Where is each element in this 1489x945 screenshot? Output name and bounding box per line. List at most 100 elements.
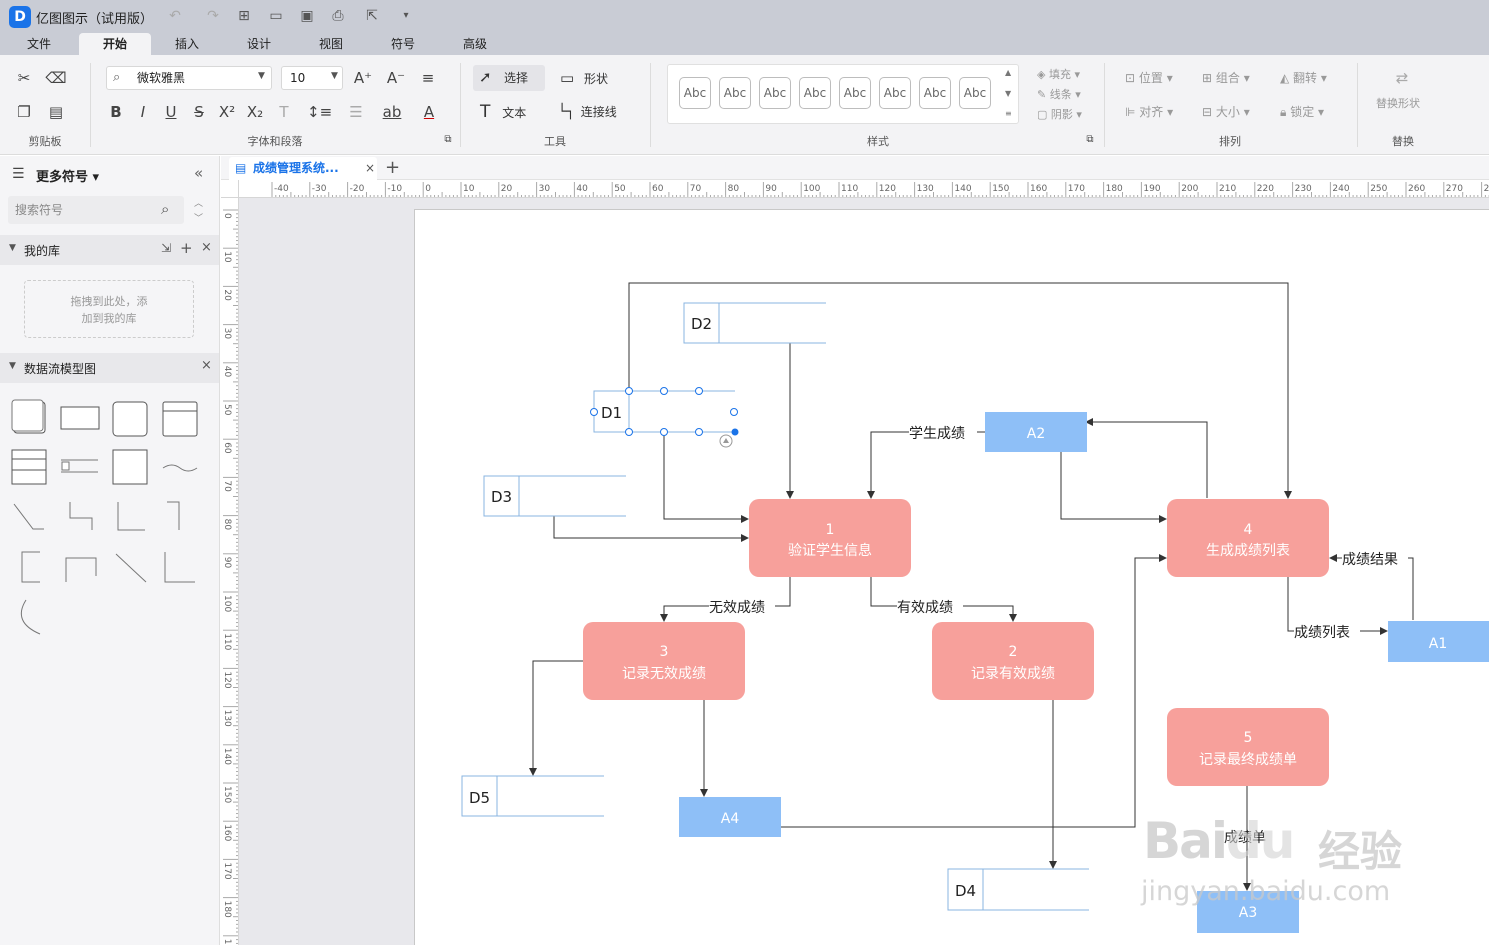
export-icon[interactable]: ⇱: [366, 8, 378, 24]
bold-icon[interactable]: B: [110, 103, 122, 121]
store-d4[interactable]: D4: [947, 868, 1089, 911]
select-tool-button[interactable]: ➚ 选择: [473, 65, 545, 91]
search-icon[interactable]: ⌕: [161, 200, 170, 218]
style-swatch[interactable]: Abc: [679, 77, 711, 109]
symbol-titled-box[interactable]: [162, 401, 198, 437]
close-icon[interactable]: ×: [201, 358, 212, 373]
redo-icon[interactable]: ↷: [207, 8, 219, 24]
tab-advanced[interactable]: 高级: [462, 37, 487, 51]
italic-icon[interactable]: I: [140, 103, 146, 121]
lock-button[interactable]: 🔒︎ 锁定 ▾: [1280, 105, 1325, 119]
flip-button[interactable]: ◭ 翻转 ▾: [1280, 71, 1327, 85]
process-node-3[interactable]: 3 记录无效成绩: [583, 622, 745, 700]
copy-icon[interactable]: ❐: [17, 103, 31, 121]
process-node-5[interactable]: 5 记录最终成绩单: [1167, 708, 1329, 786]
symbol-rounded-rectangle[interactable]: [112, 401, 148, 437]
new-tab-icon[interactable]: +: [385, 157, 401, 178]
new-file-icon[interactable]: ⊞: [238, 8, 250, 24]
symbol-elbow-connector[interactable]: [117, 502, 145, 531]
store-d5[interactable]: D5: [461, 775, 604, 817]
style-swatch[interactable]: Abc: [839, 77, 871, 109]
symbol-corner-connector[interactable]: [167, 501, 180, 530]
gallery-scroll-up-icon[interactable]: ▲: [1005, 68, 1012, 77]
paste-icon[interactable]: ▤: [48, 103, 64, 121]
font-size-select[interactable]: 10: [281, 66, 343, 90]
import-icon[interactable]: ⇲: [161, 241, 172, 255]
symbol-rectangle[interactable]: [60, 406, 100, 430]
symbol-bracket-connector[interactable]: [21, 551, 40, 583]
my-library-header[interactable]: ▼ 我的库 ⇲ + ×: [0, 235, 219, 265]
text-tool-button[interactable]: T 文本: [480, 101, 526, 123]
symbol-bent-arrow[interactable]: [13, 503, 44, 530]
font-dialog-launcher-icon[interactable]: ⧉: [444, 134, 452, 145]
font-family-select[interactable]: 微软雅黑: [106, 66, 272, 90]
process-node-1[interactable]: 1 验证学生信息: [749, 499, 911, 577]
scroll-down-icon[interactable]: ﹀: [194, 214, 204, 224]
style-swatch[interactable]: Abc: [879, 77, 911, 109]
document-tab[interactable]: ▤ 成绩管理系统... ×: [229, 157, 377, 180]
tab-design[interactable]: 设计: [246, 37, 271, 51]
symbol-data-store[interactable]: [61, 459, 98, 473]
style-dialog-launcher-icon[interactable]: ⧉: [1086, 134, 1094, 145]
flow-p4-to-a2[interactable]: [1085, 418, 1208, 498]
style-swatch[interactable]: Abc: [799, 77, 831, 109]
cut-icon[interactable]: ✂: [17, 69, 31, 87]
symbol-process-box[interactable]: [11, 399, 46, 434]
flow-d1-to-p1[interactable]: [663, 432, 749, 523]
symbol-straight-arrow[interactable]: [115, 553, 147, 583]
style-swatch[interactable]: Abc: [719, 77, 751, 109]
entity-a1[interactable]: A1: [1388, 621, 1489, 662]
symbol-curve-line[interactable]: [162, 464, 198, 472]
gallery-scroll-down-icon[interactable]: ▼: [1005, 89, 1012, 98]
tab-home[interactable]: 开始: [79, 33, 151, 55]
line-spacing-icon[interactable]: ↕≡: [307, 103, 333, 121]
subscript-icon[interactable]: X₂: [246, 103, 264, 121]
close-tab-icon[interactable]: ×: [365, 161, 376, 175]
flow-d1-to-p4[interactable]: [628, 282, 1292, 499]
replace-shape-button[interactable]: 替换形状: [1376, 97, 1420, 110]
flow-a2-to-p4[interactable]: [1060, 452, 1167, 523]
font-color-icon[interactable]: A: [423, 103, 435, 121]
superscript-icon[interactable]: X²: [218, 103, 236, 121]
print-icon[interactable]: ⎙: [332, 8, 344, 24]
add-icon[interactable]: +: [180, 239, 193, 257]
tab-view[interactable]: 视图: [318, 37, 343, 51]
open-folder-icon[interactable]: ▭: [269, 8, 283, 24]
text-highlight-icon[interactable]: ab: [382, 103, 402, 121]
dataflow-library-header[interactable]: ▼ 数据流模型图 ×: [0, 353, 219, 383]
connector-tool-button[interactable]: └┐ 连接线: [558, 101, 617, 123]
process-node-4[interactable]: 4 生成成绩列表: [1167, 499, 1329, 577]
symbol-step-connector[interactable]: [69, 502, 93, 530]
underline-icon[interactable]: U: [165, 103, 177, 121]
shadow-button[interactable]: ▢ 阴影 ▾: [1037, 108, 1082, 121]
entity-a3[interactable]: A3: [1197, 891, 1299, 933]
format-painter-icon[interactable]: ⌫: [45, 69, 67, 87]
line-button[interactable]: ✎ 线条 ▾: [1037, 88, 1081, 101]
symbol-square[interactable]: [112, 449, 148, 485]
collapse-panel-icon[interactable]: «: [194, 164, 204, 182]
decrease-font-icon[interactable]: A⁻: [386, 69, 406, 87]
position-button[interactable]: ⊡ 位置 ▾: [1125, 71, 1173, 85]
tab-symbol[interactable]: 符号: [390, 37, 415, 51]
store-d2[interactable]: D2: [683, 302, 826, 344]
customize-chevron-icon[interactable]: ▾: [403, 10, 409, 21]
align-icon[interactable]: ≡: [421, 69, 435, 87]
style-swatch[interactable]: Abc: [759, 77, 791, 109]
symbol-u-connector[interactable]: [65, 557, 97, 582]
undo-icon[interactable]: ↶: [169, 8, 181, 24]
align-button[interactable]: ⊫ 对齐 ▾: [1125, 105, 1174, 119]
flow-d3-to-p1[interactable]: [553, 516, 749, 542]
increase-font-icon[interactable]: A⁺: [353, 69, 373, 87]
tab-file[interactable]: 文件: [26, 37, 51, 51]
scroll-up-icon[interactable]: ︿: [194, 199, 204, 209]
flow-a4-to-p4[interactable]: [780, 554, 1167, 828]
bullet-list-icon[interactable]: ☰: [349, 103, 363, 121]
tab-insert[interactable]: 插入: [174, 37, 199, 51]
style-swatch[interactable]: Abc: [959, 77, 991, 109]
process-node-2[interactable]: 2 记录有效成绩: [932, 622, 1094, 700]
symbol-search-input[interactable]: 搜索符号: [8, 196, 184, 224]
store-d3[interactable]: D3: [483, 475, 626, 517]
entity-a4[interactable]: A4: [679, 797, 781, 837]
save-icon[interactable]: ▣: [300, 8, 314, 24]
selection-handles[interactable]: [590, 387, 739, 448]
